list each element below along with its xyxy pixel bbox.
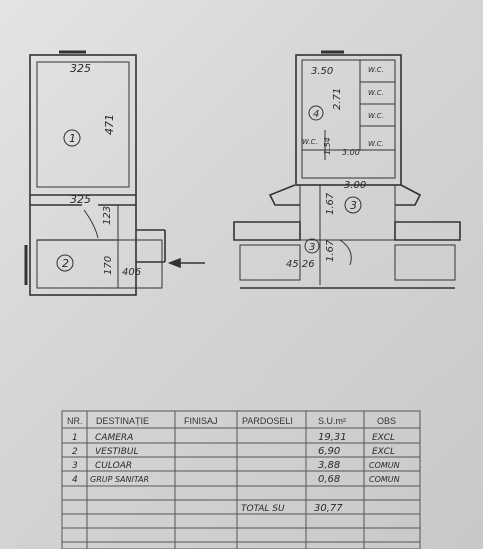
row-area: 19,31 — [318, 432, 347, 443]
row-obs: COMUN — [369, 461, 400, 470]
room-label-3b: 3 — [309, 242, 315, 253]
row-obs: COMUN — [369, 475, 400, 484]
dim-300-a: 3.00 — [342, 148, 360, 157]
table-row: 4 GRUP SANITAR 0,68 COMUN — [72, 474, 400, 485]
dim-height-170: 170 — [103, 256, 114, 275]
wc-label: W.C. — [302, 138, 318, 146]
row-nr: 4 — [72, 475, 78, 485]
row-obs: EXCL — [372, 447, 395, 457]
table-row: 1 CAMERA 19,31 EXCL — [72, 432, 395, 443]
room-label-1: 1 — [69, 132, 76, 145]
col-header-pardoseli: PARDOSELI — [242, 416, 293, 426]
col-header-nr: NR. — [67, 416, 83, 426]
dim-width-406: 406 — [122, 267, 141, 278]
dim-top-width: 325 — [70, 62, 91, 75]
table-row: 2 VESTIBUL 6,90 EXCL — [72, 446, 395, 457]
dim-4526: 45.26 — [286, 259, 315, 270]
row-obs: EXCL — [372, 433, 395, 443]
table-row: 3 CULOAR 3,88 COMUN — [72, 460, 400, 471]
col-header-destinatie: DESTINAȚIE — [96, 416, 149, 426]
total-label: TOTAL SU — [241, 504, 285, 514]
room-label-3a: 3 — [350, 199, 357, 212]
col-header-finisaj: FINISAJ — [184, 416, 218, 426]
dim-167-b: 1.67 — [325, 239, 336, 262]
dim-167-a: 1.67 — [325, 192, 336, 215]
row-dest: VESTIBUL — [95, 447, 138, 457]
total-value: 30,77 — [314, 503, 343, 514]
row-nr: 3 — [72, 461, 78, 471]
row-area: 6,90 — [318, 446, 340, 457]
dim-height-123: 123 — [102, 206, 113, 225]
wc-label: W.C. — [368, 140, 384, 148]
room-label-2: 2 — [62, 257, 69, 270]
room-table — [61, 410, 421, 549]
room-label-4: 4 — [313, 109, 319, 120]
row-dest: GRUP SANITAR — [90, 475, 149, 484]
row-nr: 1 — [72, 433, 78, 443]
row-area: 0,68 — [318, 474, 340, 485]
row-dest: CULOAR — [95, 461, 132, 471]
dim-350: 3.50 — [311, 66, 333, 77]
col-header-su: S.U.m² — [318, 416, 346, 426]
dim-mid-width: 325 — [70, 193, 91, 206]
dim-height-471: 471 — [103, 114, 116, 135]
left-plan-outline — [29, 54, 137, 296]
wc-label: W.C. — [368, 89, 384, 97]
dim-300-b: 3.00 — [344, 180, 366, 191]
row-area: 3,88 — [318, 460, 340, 471]
wc-label: W.C. — [368, 66, 384, 74]
row-nr: 2 — [72, 447, 78, 457]
col-header-obs: OBS — [377, 416, 396, 426]
dim-154: 1.54 — [323, 137, 332, 155]
wc-label: W.C. — [368, 112, 384, 120]
dim-271: 2.71 — [332, 88, 343, 110]
row-dest: CAMERA — [95, 433, 133, 443]
